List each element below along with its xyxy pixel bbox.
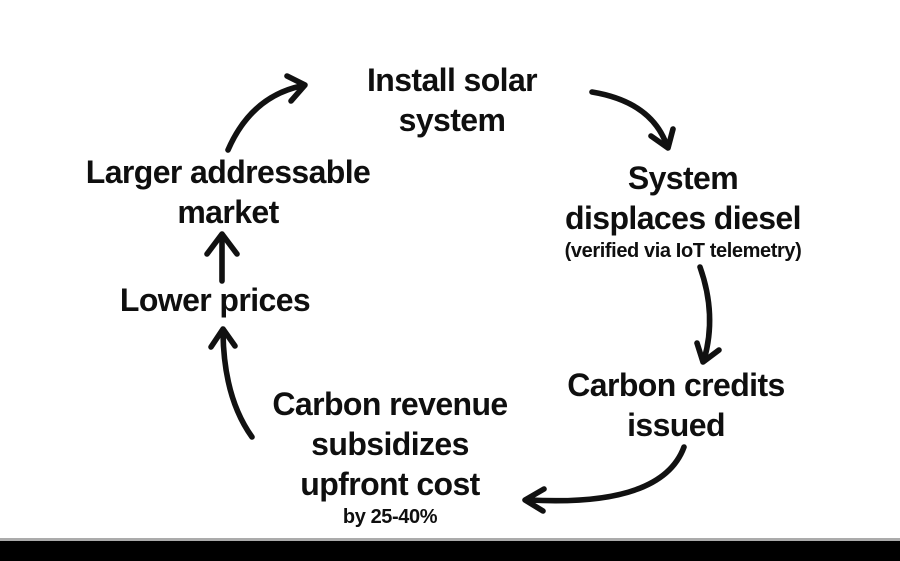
arrow-carbon-revenue-to-lower-prices: [208, 326, 255, 440]
node-carbon-revenue: Carbon revenue subsidizes upfront cost b…: [272, 384, 508, 530]
bottom-bar-divider: [0, 538, 900, 541]
node-install-solar-line1: Install solar: [366, 62, 538, 98]
node-system-displaces-note: (verified via IoT telemetry): [564, 240, 802, 262]
bottom-bar: [0, 541, 900, 561]
arrow-lower-prices-to-larger-market: [204, 231, 240, 284]
node-install-solar: Install solar system: [366, 60, 538, 140]
node-system-displaces: System displaces diesel (verified via Io…: [565, 158, 802, 264]
arrow-system-displaces-to-carbon-credits: [694, 264, 722, 365]
node-system-displaces-line2: displaces diesel: [565, 200, 801, 236]
node-carbon-revenue-line1: Carbon revenue: [272, 386, 508, 422]
node-lower-prices-line1: Lower prices: [119, 282, 311, 318]
arrow-carbon-credits-to-carbon-revenue: [522, 444, 687, 514]
arrow-install-solar-to-system-displaces: [589, 89, 676, 151]
node-lower-prices: Lower prices: [119, 280, 311, 320]
node-carbon-credits-line2: issued: [627, 407, 725, 443]
node-install-solar-line2: system: [398, 102, 506, 138]
node-larger-market-line1: Larger addressable: [85, 154, 371, 190]
node-system-displaces-line1: System: [627, 160, 739, 196]
arrow-larger-market-to-install-solar: [225, 73, 308, 153]
node-carbon-credits-line1: Carbon credits: [567, 367, 785, 403]
node-larger-market-line2: market: [177, 194, 279, 230]
node-carbon-revenue-note: by 25-40%: [342, 506, 438, 528]
node-carbon-revenue-line3: upfront cost: [300, 466, 480, 502]
node-larger-market: Larger addressable market: [85, 152, 371, 232]
node-carbon-revenue-line2: subsidizes: [311, 426, 469, 462]
node-carbon-credits: Carbon credits issued: [567, 365, 785, 445]
